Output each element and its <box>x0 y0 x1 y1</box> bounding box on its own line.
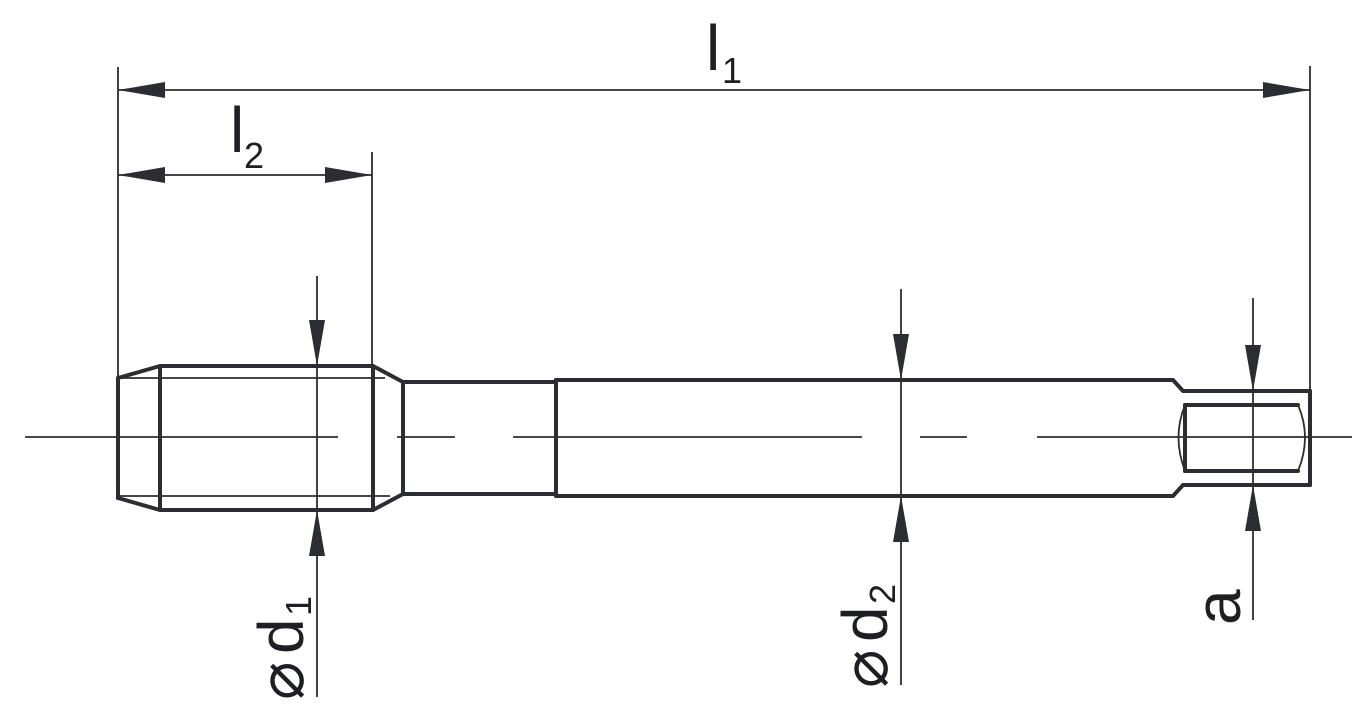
label-d1-diameter: ⌀ <box>245 661 317 700</box>
neck-section <box>401 380 558 496</box>
label-l2: l <box>230 94 244 166</box>
square-drive-end <box>1177 389 1312 487</box>
dimension-l2: l 2 <box>118 94 372 183</box>
extension-lines <box>117 66 1311 391</box>
label-d1: d <box>245 618 317 654</box>
dimension-l1: l 1 <box>118 12 1310 98</box>
label-d2: d <box>829 606 901 642</box>
dimension-d1: ⌀ d 1 <box>245 276 325 700</box>
label-l2-subscript: 2 <box>244 135 264 176</box>
shank-section <box>554 378 1312 498</box>
label-l1-subscript: 1 <box>722 50 742 91</box>
label-d2-diameter: ⌀ <box>829 649 901 688</box>
thread-section <box>116 364 405 512</box>
label-d1-subscript: 1 <box>278 596 319 616</box>
label-a: a <box>1182 589 1254 625</box>
dimension-a: a <box>1182 298 1261 625</box>
label-l1: l <box>706 12 720 84</box>
label-d2-subscript: 2 <box>862 584 903 604</box>
dimension-d2: ⌀ d 2 <box>829 289 909 688</box>
